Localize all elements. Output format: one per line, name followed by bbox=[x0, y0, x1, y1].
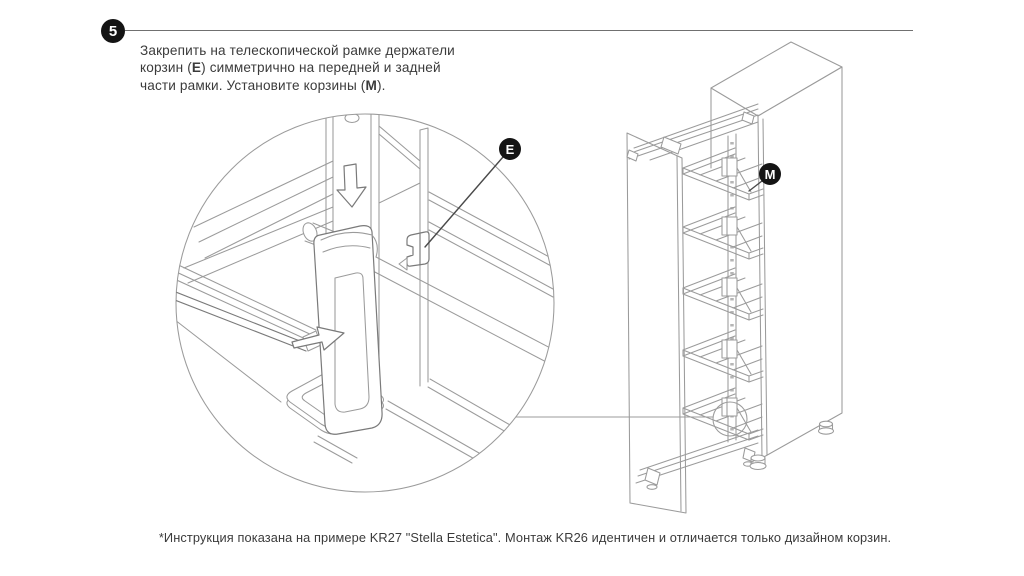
callout-e-badge: E bbox=[499, 138, 521, 160]
basket bbox=[682, 329, 764, 383]
callout-m-label: M bbox=[764, 166, 776, 182]
cabinet-door bbox=[626, 132, 687, 514]
instruction-text: Закрепить на телескопической рамке держа… bbox=[140, 42, 455, 94]
step-number: 5 bbox=[108, 22, 118, 40]
callout-e-label: E bbox=[505, 141, 515, 157]
cabinet-feet bbox=[749, 420, 835, 471]
footnote: *Инструкция показана на примере KR27 "St… bbox=[158, 530, 892, 545]
insert-arrow-icon bbox=[291, 326, 345, 351]
step-number-badge: 5 bbox=[101, 19, 125, 43]
instruction-line-2: корзин (E) симметрично на передней и зад… bbox=[140, 60, 441, 76]
part-label-m: M bbox=[365, 77, 377, 93]
down-arrow-icon bbox=[336, 163, 367, 208]
detail-circle-view bbox=[175, 113, 555, 493]
basket bbox=[682, 267, 764, 321]
upper-rails bbox=[183, 125, 421, 284]
lower-right-rails bbox=[313, 378, 539, 471]
basket-holder bbox=[313, 225, 383, 435]
top-slide-rail bbox=[626, 103, 759, 162]
cabinet-view bbox=[626, 41, 843, 514]
rear-rails bbox=[428, 191, 554, 298]
instruction-line-1: Закрепить на телескопической рамке держа… bbox=[140, 42, 455, 59]
part-label-e: E bbox=[191, 60, 202, 76]
callout-m-badge: M bbox=[759, 163, 781, 185]
basket bbox=[682, 147, 764, 201]
instruction-line-1-text: Закрепить на телескопической рамке держа… bbox=[140, 43, 455, 58]
callout-m-leader bbox=[748, 180, 763, 192]
cabinet-right-face bbox=[757, 66, 843, 459]
header-rule bbox=[125, 30, 913, 31]
bottom-slide-rail bbox=[635, 429, 759, 490]
instruction-line-3: части рамки. Установите корзины (M). bbox=[140, 77, 386, 93]
callout-e-leader bbox=[424, 156, 504, 248]
baskets bbox=[682, 147, 764, 441]
basket bbox=[682, 206, 764, 260]
rear-basket-holder bbox=[398, 231, 430, 271]
holder-highlight-circle bbox=[712, 401, 748, 437]
